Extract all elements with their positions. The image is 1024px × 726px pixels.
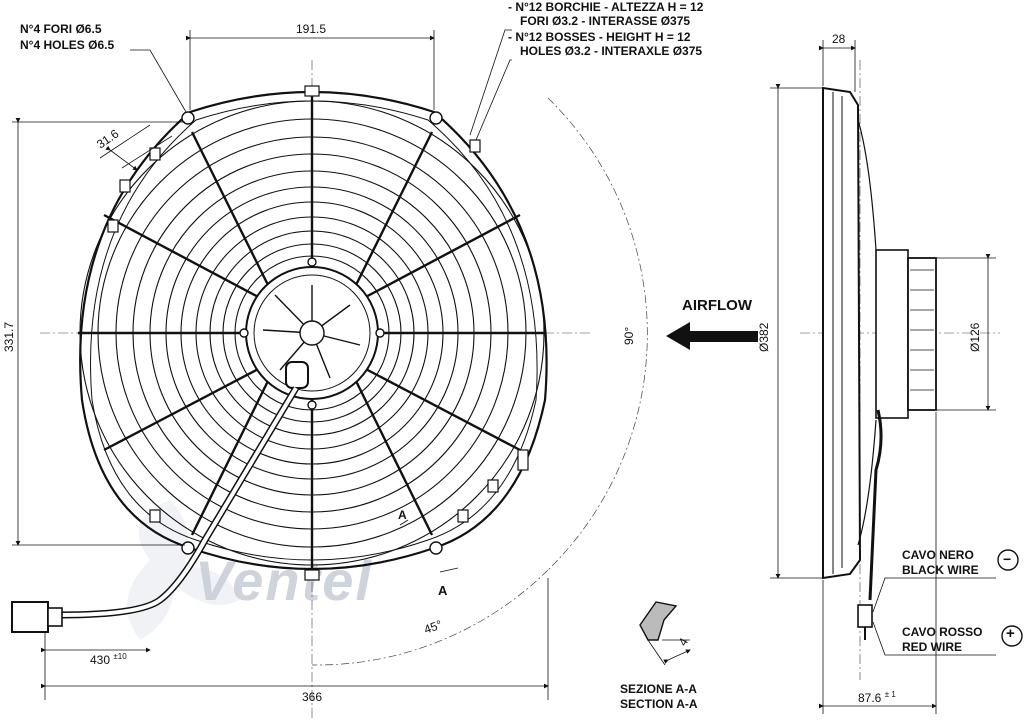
section-label-en: SECTION A-A xyxy=(620,697,698,711)
section-marker-lower: A xyxy=(438,583,448,598)
section-aa-detail xyxy=(639,601,691,666)
red-wire-label-en: RED WIRE xyxy=(902,640,962,654)
dim-angle-90: 90° xyxy=(622,326,636,345)
black-wire-label-en: BLACK WIRE xyxy=(902,563,979,577)
arc-45 xyxy=(311,569,549,666)
bosses-note-en-1: - N°12 BOSSES - HEIGHT H = 12 xyxy=(508,30,691,44)
bosses-note-it-2: FORI Ø3.2 - INTERASSE Ø375 xyxy=(520,14,691,28)
arc-90 xyxy=(547,97,648,571)
front-dimension-lines xyxy=(12,29,549,700)
holes-note-en: N°4 HOLES Ø6.5 xyxy=(20,38,115,52)
dim-cable-length: 430 ±10 xyxy=(90,652,127,667)
bosses-note-it-1: - N°12 BORCHIE - ALTEZZA H = 12 xyxy=(508,0,704,14)
airflow-arrow xyxy=(666,322,758,350)
fan-front-view xyxy=(78,85,548,581)
dim-height: 331.7 xyxy=(2,321,16,352)
holes-note-it: N°4 FORI Ø6.5 xyxy=(20,22,102,36)
plus-symbol: + xyxy=(1006,625,1015,642)
section-label-it: SEZIONE A-A xyxy=(620,682,697,696)
airflow-label: AIRFLOW xyxy=(682,297,752,314)
dim-top-width: 191.5 xyxy=(296,22,327,36)
black-wire-label-it: CAVO NERO xyxy=(902,548,974,562)
bosses-note-en-2: HOLES Ø3.2 - INTERAXLE Ø375 xyxy=(520,44,703,58)
polarity-symbols xyxy=(997,549,1023,647)
minus-symbol: − xyxy=(1003,551,1012,567)
fan-side-view xyxy=(770,40,996,714)
dim-depth-bottom: 87.6 ± 1 xyxy=(858,690,896,705)
red-wire-label-it: CAVO ROSSO xyxy=(902,625,983,639)
dim-diameter-126: Ø126 xyxy=(968,322,982,352)
watermark-text: Ventel xyxy=(195,549,373,612)
fan-cable xyxy=(11,386,300,633)
dim-depth-top: 28 xyxy=(832,32,846,46)
section-marker-upper: A xyxy=(398,508,407,522)
dim-diameter-382: Ø382 xyxy=(757,322,771,352)
dim-total-width: 366 xyxy=(302,690,323,704)
